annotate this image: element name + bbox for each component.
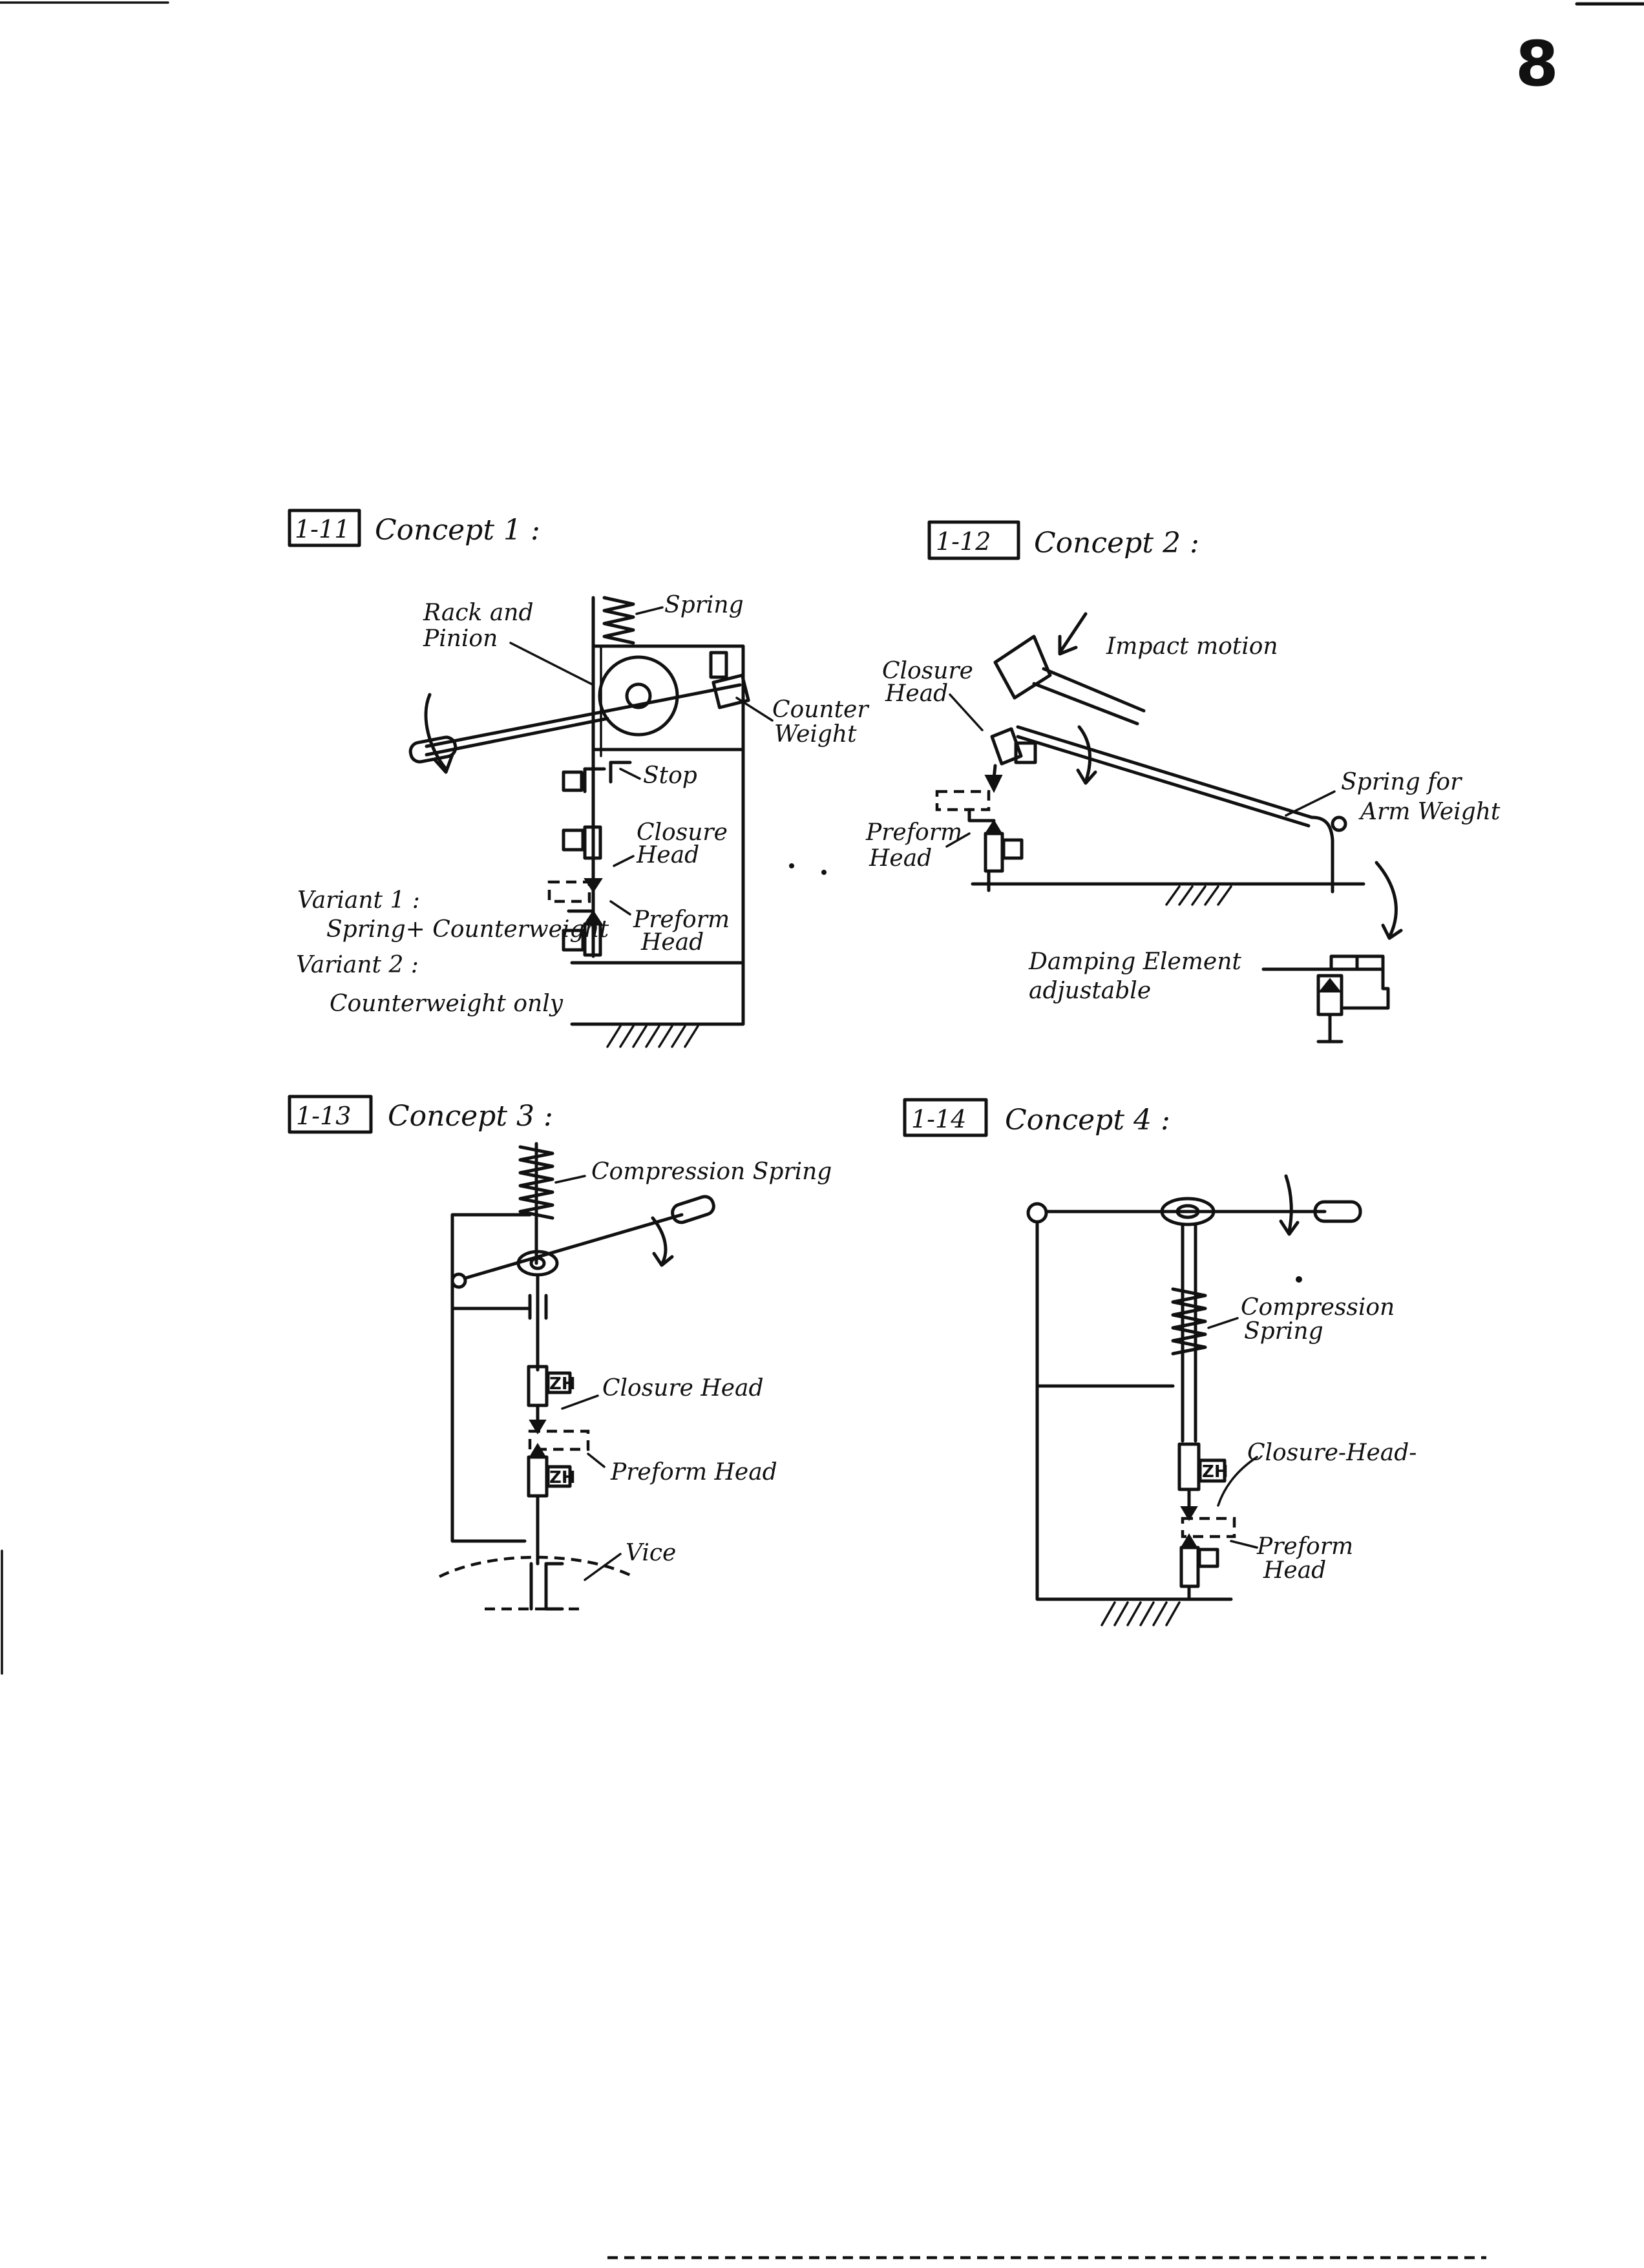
concept-2-damping-element xyxy=(1261,954,1390,1044)
concept-2-label-closure-head: Head xyxy=(885,680,948,707)
concept-2: 1-12 Concept 2 : xyxy=(865,520,1501,1044)
concept-1-pinion-wheel xyxy=(598,655,679,737)
concept-1-label-preform-head: Head xyxy=(640,929,704,956)
concept-4-compression-spring xyxy=(1171,1287,1207,1356)
concept-3-lever xyxy=(463,1213,684,1280)
concept-2-tag-box xyxy=(927,520,1020,560)
concept-4-title: Concept 4 : xyxy=(1005,1104,1170,1137)
concept-1-label-counter: Counter xyxy=(772,697,869,723)
concept-1-label-preform: Preform xyxy=(633,907,730,933)
svg-text:ZH: ZH xyxy=(549,1374,576,1394)
concept-3-frame xyxy=(450,1213,532,1543)
concept-1-variant-2-title: Variant 2 : xyxy=(296,952,419,978)
concept-2-damping-arrow xyxy=(1375,861,1398,939)
concept-2-label-closure: Closure xyxy=(882,658,973,684)
svg-text:ZH: ZH xyxy=(1202,1462,1228,1482)
concept-1-variant-2-text: Counterweight only xyxy=(330,991,564,1017)
concept-4-label-closure: Closure-Head- xyxy=(1247,1440,1417,1466)
concept-1-title: Concept 1 : xyxy=(375,514,540,547)
concept-1-frame xyxy=(570,644,745,1026)
concept-2-impact-arrow xyxy=(1058,612,1088,655)
concept-2-label-preform-head: Head xyxy=(869,845,932,872)
concept-1-spring xyxy=(602,596,635,645)
concept-2-label-spring-for: Spring for xyxy=(1341,769,1462,795)
concept-2-ground-hatch xyxy=(1165,885,1232,906)
concept-1-variant-1-text: Spring+ Counterweight xyxy=(326,916,609,943)
concept-3: 1-13 Concept 3 : ZH xyxy=(288,1095,832,1611)
concept-2-preform-head xyxy=(935,790,1024,892)
concept-4-preform-head xyxy=(1179,1517,1236,1601)
concept-1-tag-box xyxy=(288,509,361,547)
concept-3-title: Concept 3 : xyxy=(388,1100,553,1133)
concept-2-arm-spring xyxy=(1310,815,1334,881)
concept-4-closure-head: ZH xyxy=(1177,1442,1228,1521)
concept-2-label-preform: Preform xyxy=(865,819,962,846)
concept-1-arrow xyxy=(424,693,448,771)
concept-2-tag: 1-12 xyxy=(936,527,991,556)
concept-4-tag-box xyxy=(903,1098,988,1137)
concept-3-label-vice: Vice xyxy=(626,1540,676,1566)
concept-4-handle xyxy=(1313,1200,1362,1223)
concept-1-label-weight: Weight xyxy=(774,721,857,748)
concept-1-tag: 1-11 xyxy=(295,515,350,543)
concept-1-preform-head xyxy=(547,880,603,957)
concept-2-label-impact: Impact motion xyxy=(1106,633,1278,660)
concept-1-lever xyxy=(425,683,742,748)
concept-1-label-stop: Stop xyxy=(643,762,697,789)
scan-speck xyxy=(821,870,827,875)
concept-2-title: Concept 2 : xyxy=(1034,527,1199,560)
scan-speck xyxy=(1296,1276,1302,1283)
concept-4-frame xyxy=(1035,1220,1233,1601)
concept-1-ground-hatch xyxy=(606,1025,699,1048)
concept-4: 1-14 Concept 4 : ZH xyxy=(903,1098,1417,1626)
concept-2-closure-head xyxy=(984,727,1037,793)
concept-1-label-rack: Rack and xyxy=(423,600,534,626)
concept-4-ground-hatch xyxy=(1101,1601,1181,1626)
concept-2-label-adjustable: adjustable xyxy=(1029,978,1151,1004)
concept-4-label-preform: Preform xyxy=(1256,1533,1353,1560)
concept-1-counterweight xyxy=(711,673,750,709)
concept-3-preform-head: ZH xyxy=(527,1429,590,1566)
concept-4-tag: 1-14 xyxy=(911,1105,966,1133)
concept-1: 1-11 Concept 1 : xyxy=(288,509,869,1048)
page-number: 8 xyxy=(1515,28,1559,100)
concept-4-label-head: Head xyxy=(1263,1557,1326,1584)
concept-2-label-damping: Damping Element xyxy=(1028,949,1241,975)
concept-3-label-preform: Preform Head xyxy=(610,1459,777,1486)
concept-1-label-closure-head: Head xyxy=(636,842,699,868)
concept-3-label-closure: Closure Head xyxy=(602,1375,764,1402)
concept-2-label-arm-weight: Arm Weight xyxy=(1358,799,1501,825)
concept-3-label-compression: Compression Spring xyxy=(591,1159,832,1185)
concept-2-arm xyxy=(1016,725,1314,819)
concept-3-handle xyxy=(671,1195,715,1224)
concept-1-label-closure: Closure xyxy=(637,819,728,846)
concept-1-label-spring: Spring xyxy=(664,592,744,618)
concept-4-label-spring: Spring xyxy=(1244,1318,1323,1345)
concept-3-tag-box xyxy=(288,1095,373,1134)
concept-4-slot-joint xyxy=(1160,1197,1216,1226)
concept-1-stop xyxy=(562,761,632,793)
concept-3-tag: 1-13 xyxy=(296,1102,351,1130)
scan-speck xyxy=(789,863,794,868)
concept-4-label-compression: Compression xyxy=(1241,1294,1395,1321)
svg-text:ZH: ZH xyxy=(549,1468,576,1487)
concept-2-hammer xyxy=(993,635,1146,726)
concept-1-variant-1-title: Variant 1 : xyxy=(297,887,420,914)
concept-3-vice xyxy=(438,1555,635,1611)
concept-3-closure-head: ZH xyxy=(527,1365,576,1434)
concept-1-label-pinion: Pinion xyxy=(423,625,498,652)
